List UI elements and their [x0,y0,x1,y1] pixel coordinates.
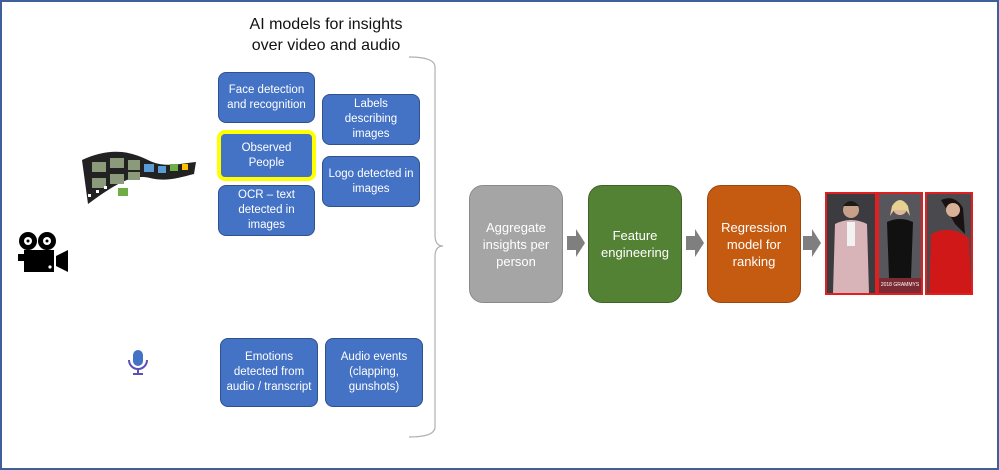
stage-feature-engineering: Feature engineering [588,185,682,303]
ranked-photo-1 [825,192,877,295]
model-face-detection: Face detection and recognition [218,72,315,123]
arrow-right-icon [686,229,704,257]
audio-waveform-mic-icon [78,328,198,390]
grouping-brace [405,55,445,440]
stage-regression: Regression model for ranking [707,185,801,303]
model-observed-people: Observed People [217,130,316,181]
ranked-photo-3 [925,192,973,295]
arrow-right-icon [803,229,821,257]
stage-aggregate: Aggregate insights per person [469,185,563,303]
ranked-photo-2: 2018 GRAMMYS [877,192,923,295]
arrow-right-icon [567,229,585,257]
model-emotions: Emotions detected from audio / transcrip… [220,338,318,407]
model-logo: Logo detected in images [322,156,420,207]
movie-camera-icon [16,230,72,274]
model-ocr: OCR – text detected in images [218,185,315,236]
film-strip-icon [78,142,198,212]
model-audio-events: Audio events (clapping, gunshots) [325,338,423,407]
diagram-title: AI models for insights over video and au… [249,16,403,54]
photo-caption: 2018 GRAMMYS [881,282,920,288]
model-labels: Labels describing images [322,94,420,145]
